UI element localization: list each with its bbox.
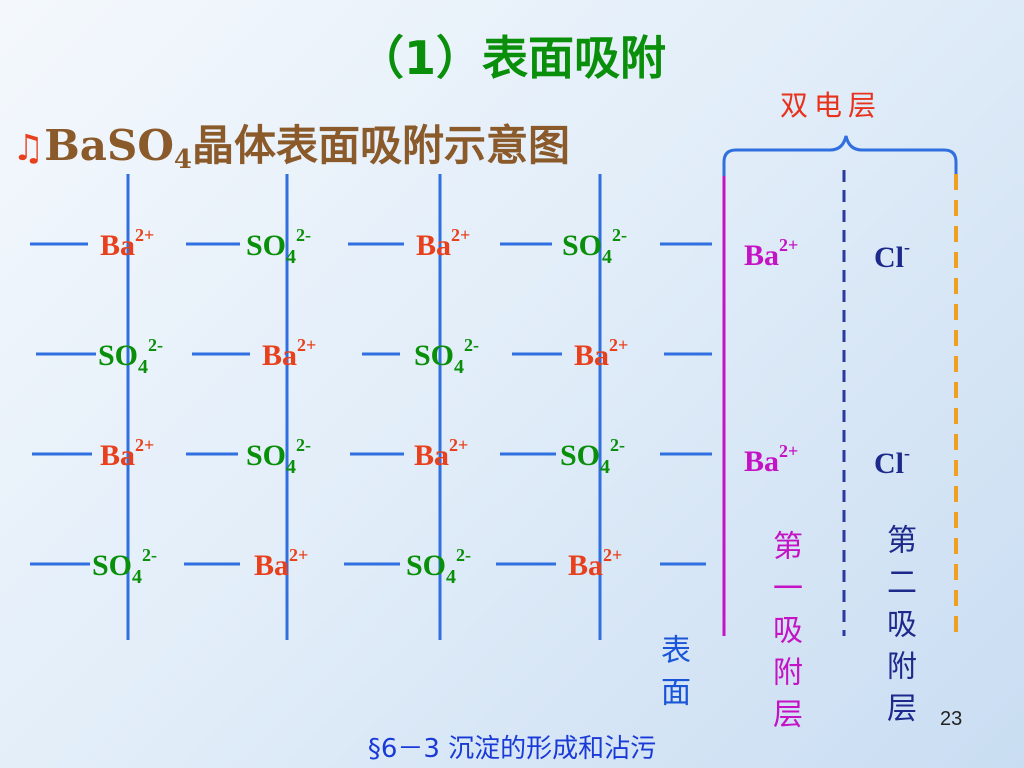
subtitle-text: 晶体表面吸附示意图 (192, 121, 571, 170)
sulfate-ion: SO42- (560, 436, 625, 477)
ion-charge: 2- (456, 545, 472, 565)
ion-charge: - (904, 443, 910, 463)
lattice-lines (30, 174, 712, 640)
ion-charge: 2+ (289, 545, 309, 565)
ion-charge: 2+ (779, 235, 799, 255)
page-title: （1）表面吸附 (357, 31, 666, 85)
adsorbed-barium-ion: Ba2+ (744, 236, 798, 271)
music-note-icon: ♫ (12, 128, 45, 169)
sulfate-ion: SO42- (246, 436, 311, 477)
ion-charge: - (904, 237, 910, 257)
barium-ion: Ba2+ (100, 436, 154, 471)
ion-charge: 2+ (603, 545, 623, 565)
ion-symbol: Ba (416, 229, 452, 262)
sulfate-ion: SO42- (414, 336, 479, 377)
ion-symbol: SO (406, 549, 447, 582)
barium-ion: Ba2+ (416, 226, 470, 261)
ion-charge: 2- (296, 435, 312, 455)
subtitle-formula-prefix: BaSO (44, 121, 174, 170)
ion-symbol: SO (98, 339, 139, 372)
ion-charge: 2+ (297, 335, 317, 355)
diagram-subtitle: ♫BaSO4晶体表面吸附示意图 (12, 112, 570, 175)
ion-charge: 2- (148, 335, 164, 355)
ion-symbol: SO (246, 229, 287, 262)
ion-charge: 2+ (609, 335, 629, 355)
barium-ion: Ba2+ (568, 546, 622, 581)
double-layer-brace (722, 135, 958, 180)
ion-symbol: SO (414, 339, 455, 372)
sulfate-ion: SO42- (562, 226, 627, 267)
ion-symbol: Cl (874, 447, 904, 480)
ion-charge: 2+ (135, 435, 155, 455)
sulfate-ion: SO42- (406, 546, 471, 587)
ion-symbol: Ba (262, 339, 298, 372)
double-layer-label: 双电层 (780, 89, 883, 122)
ion-charge: 2+ (449, 435, 469, 455)
ion-symbol: SO (560, 439, 601, 472)
sulfate-ion: SO42- (92, 546, 157, 587)
ion-symbol: Ba (414, 439, 450, 472)
barium-ion: Ba2+ (414, 436, 468, 471)
barium-ion: Ba2+ (100, 226, 154, 261)
first-layer-label: 第一吸附层 (767, 530, 802, 740)
barium-ion: Ba2+ (262, 336, 316, 371)
ion-symbol: SO (562, 229, 603, 262)
ion-subscript: 4 (286, 246, 297, 268)
barium-ion: Ba2+ (254, 546, 308, 581)
ion-symbol: Ba (254, 549, 290, 582)
ion-symbol: Ba (100, 229, 136, 262)
chloride-counter-ion: Cl- (874, 444, 910, 479)
subtitle-formula-subscript: 4 (173, 145, 193, 175)
adsorbed-barium-ion: Ba2+ (744, 442, 798, 477)
ion-symbol: Cl (874, 241, 904, 274)
ion-symbol: Ba (744, 239, 780, 272)
ion-charge: 2- (296, 225, 312, 245)
ion-charge: 2- (610, 435, 626, 455)
ion-symbol: SO (92, 549, 133, 582)
chloride-counter-ion: Cl- (874, 238, 910, 273)
ion-symbol: Ba (574, 339, 610, 372)
sulfate-ion: SO42- (98, 336, 163, 377)
ion-subscript: 4 (286, 456, 297, 478)
ion-symbol: Ba (568, 549, 604, 582)
ion-subscript: 4 (132, 566, 143, 588)
barium-ion: Ba2+ (574, 336, 628, 371)
ion-symbol: Ba (100, 439, 136, 472)
ion-symbol: Ba (744, 445, 780, 478)
ion-subscript: 4 (446, 566, 457, 588)
ion-subscript: 4 (138, 356, 149, 378)
sulfate-ion: SO42- (246, 226, 311, 267)
page-number: 23 (940, 708, 963, 730)
ion-charge: 2+ (779, 441, 799, 461)
ion-charge: 2- (142, 545, 158, 565)
second-layer-label: 第二吸附层 (881, 524, 916, 734)
ion-subscript: 4 (600, 456, 611, 478)
ion-symbol: SO (246, 439, 287, 472)
ion-charge: 2+ (135, 225, 155, 245)
ion-subscript: 4 (454, 356, 465, 378)
footer-section-title: §6－3 沉淀的形成和沾污 (367, 734, 657, 764)
ion-charge: 2- (612, 225, 628, 245)
ion-subscript: 4 (602, 246, 613, 268)
ion-charge: 2+ (451, 225, 471, 245)
surface-label: 表面 (655, 634, 690, 718)
ion-charge: 2- (464, 335, 480, 355)
